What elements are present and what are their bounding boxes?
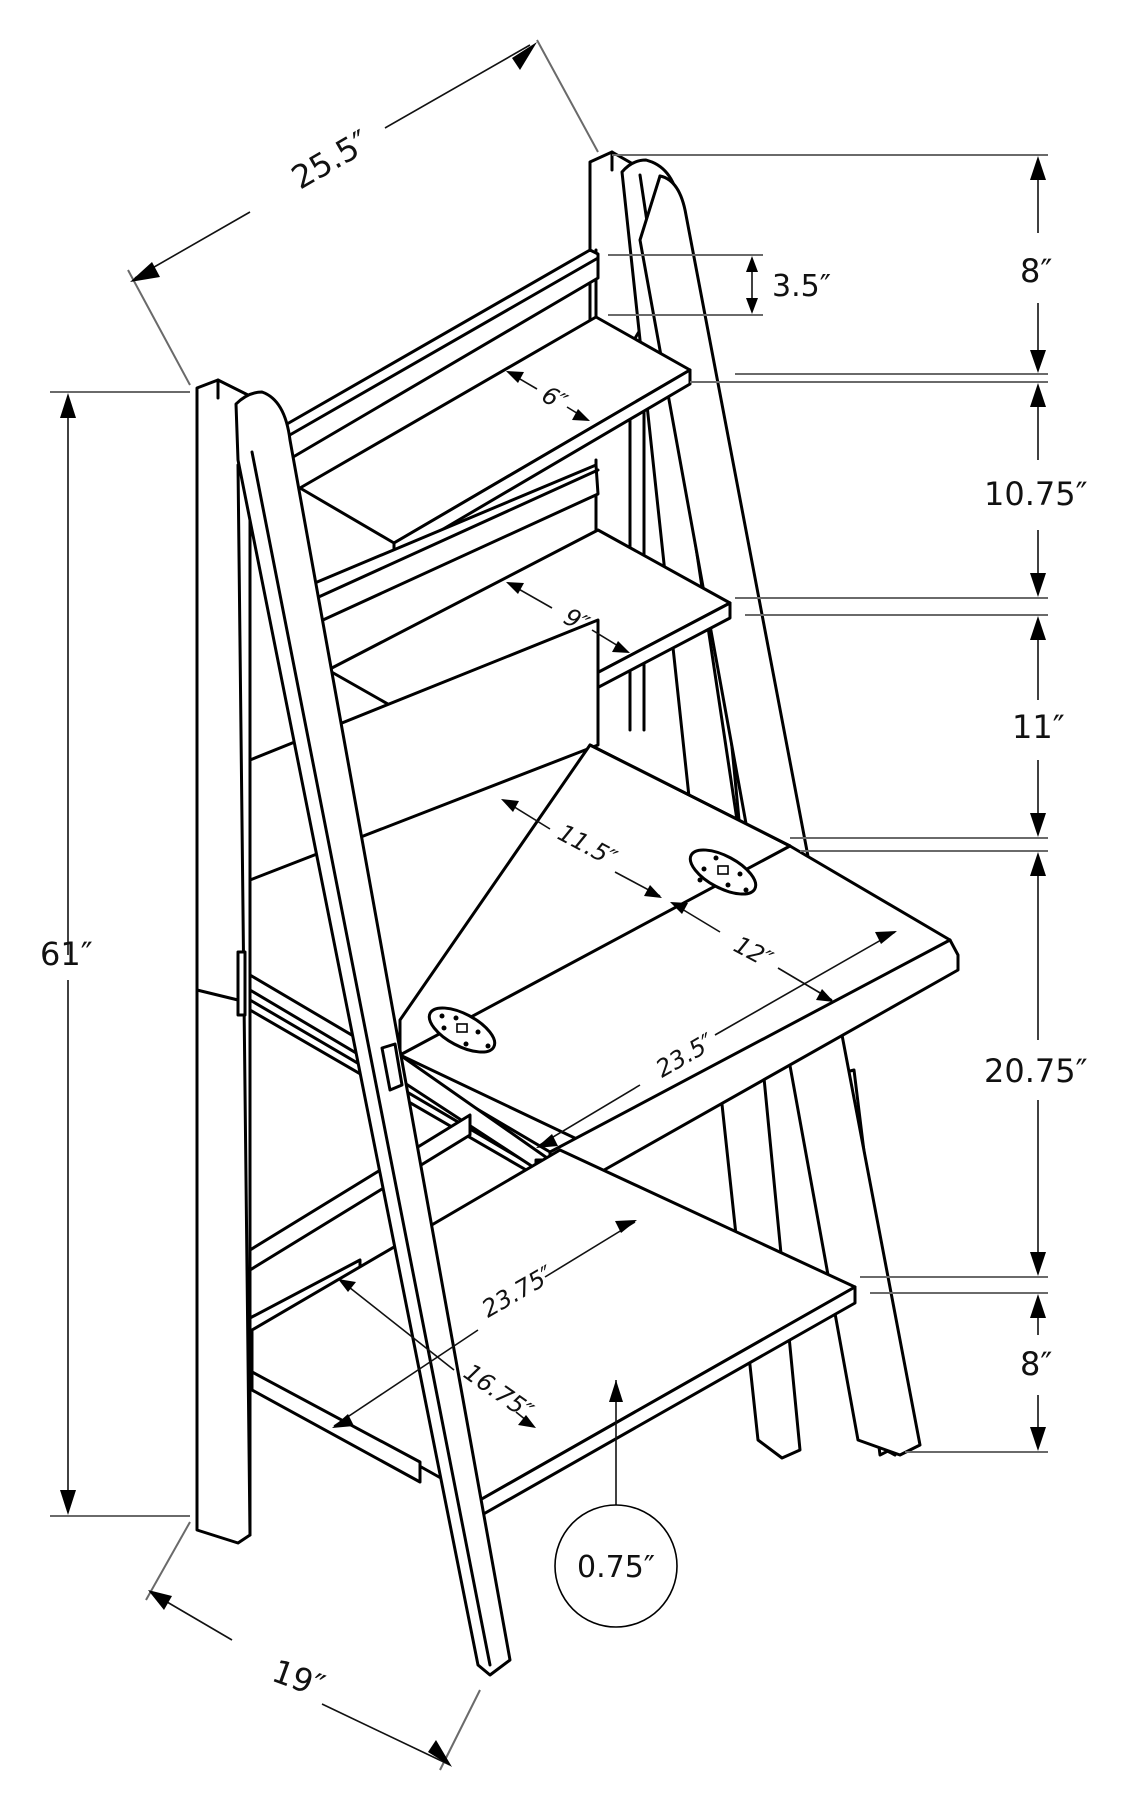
dim-right-stack: 8″ 10.75″ 11″ 20.75″ 8″ [612, 154, 1088, 1453]
label-first-to-second-shelf: 10.75″ [984, 475, 1088, 513]
label-bottom-shelf-to-floor: 8″ [1020, 1345, 1052, 1383]
label-panel-thickness: 0.75″ [577, 1550, 655, 1585]
label-overall-height: 61″ [40, 935, 93, 973]
label-overall-depth: 19″ [267, 1652, 330, 1706]
label-back-rail-height: 3.5″ [772, 269, 831, 304]
dim-overall-width: 25.5″ [127, 39, 599, 386]
label-top-to-first-shelf: 8″ [1020, 252, 1052, 290]
dim-panel-thickness: 0.75″ [554, 1380, 678, 1628]
thickness-callout-circle [554, 1504, 678, 1628]
hinge-lower [427, 1006, 497, 1054]
label-second-shelf-to-desk: 11″ [1012, 708, 1065, 746]
dim-back-rail-height: 3.5″ [608, 254, 831, 316]
dim-overall-depth: 19″ [145, 1521, 481, 1771]
label-desk-to-bottom-shelf: 20.75″ [984, 1052, 1088, 1090]
dim-overall-height: 61″ [40, 391, 190, 1517]
hinge-upper [688, 848, 758, 896]
label-overall-width: 25.5″ [285, 122, 376, 197]
top-shelf [298, 315, 692, 560]
